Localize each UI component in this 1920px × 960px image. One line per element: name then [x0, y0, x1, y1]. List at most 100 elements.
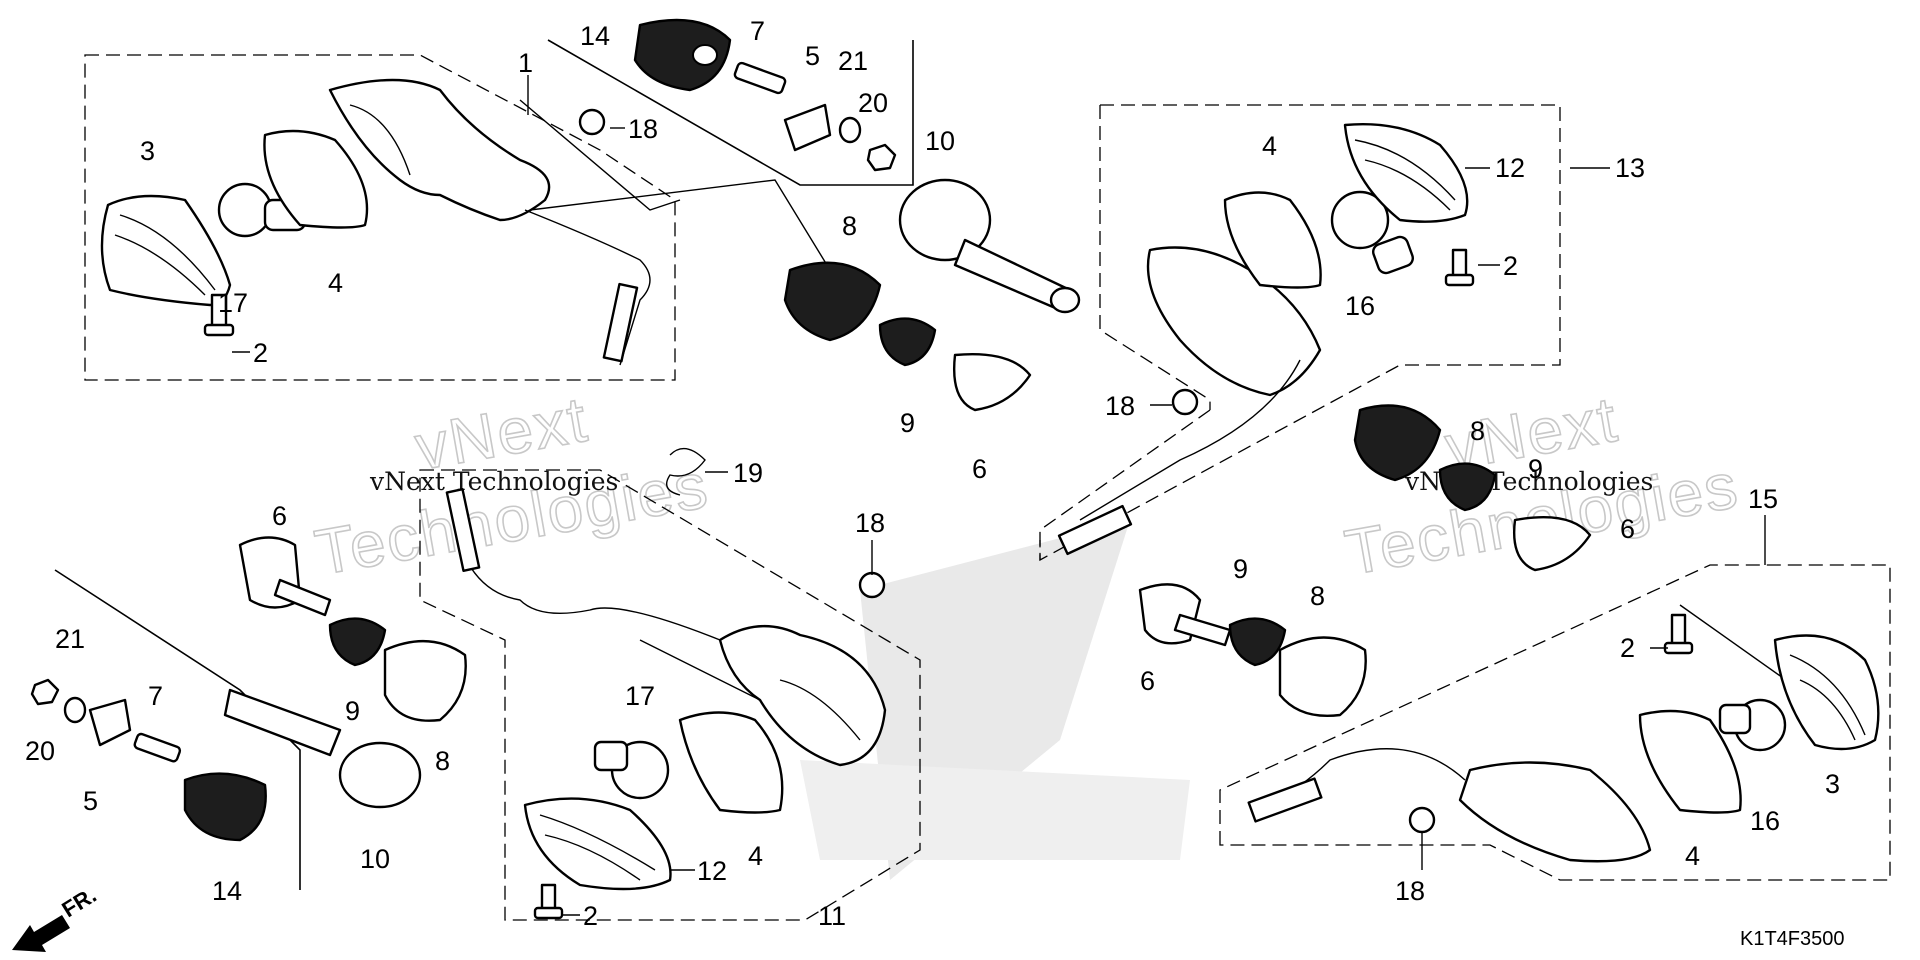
screw-13-head — [1444, 273, 1475, 287]
callout-13: 13 — [1615, 153, 1645, 183]
callout-4b: 4 — [1262, 131, 1277, 161]
bulb-part — [217, 182, 273, 238]
group-box-15 — [1219, 564, 1891, 881]
callout-19: 19 — [733, 458, 763, 488]
callout-17a: 17 — [218, 288, 248, 318]
screw-11-part — [540, 883, 557, 912]
nut-20b-part — [30, 678, 60, 706]
collar-6-part — [953, 353, 1032, 412]
lens-13-ribs — [1354, 139, 1456, 211]
callout-4d: 4 — [748, 841, 763, 871]
stay-10b-shaft — [223, 688, 342, 757]
screw-head-part — [203, 323, 235, 337]
callout-9d: 9 — [345, 696, 360, 726]
callout-7b: 7 — [148, 681, 163, 711]
callout-16a: 16 — [1345, 291, 1375, 321]
callout-9c: 9 — [1233, 554, 1248, 584]
gasket-part — [263, 129, 369, 229]
connector-13-part — [1057, 504, 1133, 556]
callout-20a: 20 — [858, 88, 888, 118]
callout-6c: 6 — [1140, 666, 1155, 696]
bolt-7b-part — [133, 732, 182, 763]
group-box-13-tail — [1039, 409, 1211, 560]
callout-18b: 18 — [1105, 391, 1135, 421]
callout-2b: 2 — [1503, 251, 1518, 281]
lens-part — [100, 194, 232, 307]
callout-18d: 18 — [855, 508, 885, 538]
screw-18b-part — [1171, 388, 1199, 416]
collar-6c-stem — [1173, 613, 1232, 647]
callout-9a: 9 — [900, 408, 915, 438]
screw-18d-part — [858, 571, 886, 599]
group-box-13-left — [1099, 105, 1211, 410]
grommet-14b-part — [183, 772, 267, 842]
callout-8a: 8 — [842, 211, 857, 241]
callout-21a: 21 — [838, 46, 868, 76]
grommet-8c-part — [1278, 636, 1367, 717]
collar-6d-stem — [273, 578, 332, 617]
plate-5b-part — [88, 698, 132, 747]
callout-4c: 4 — [1685, 841, 1700, 871]
watermark-overlay-left: vNext Technologies — [369, 467, 618, 496]
callout-17b: 17 — [625, 681, 655, 711]
callout-6d: 6 — [1620, 514, 1635, 544]
callout-12a: 12 — [1495, 153, 1525, 183]
callout-11: 11 — [818, 901, 846, 931]
connector-11-part — [445, 488, 481, 572]
housing-11-part — [718, 625, 887, 767]
bulb-13-base-part — [1372, 235, 1414, 275]
collar-6b-part — [1513, 515, 1592, 572]
grommet-8b-part — [1353, 404, 1442, 482]
wire-13-part — [1079, 359, 1301, 521]
plate-part — [783, 103, 832, 152]
nut-part — [866, 143, 897, 172]
grommet-8-part — [783, 261, 882, 342]
screw-15-part — [1670, 613, 1687, 647]
stay-10b-cap — [338, 741, 422, 809]
group-box-11 — [419, 469, 921, 921]
ring-9d-part — [328, 617, 387, 667]
wire-part — [524, 209, 651, 366]
housing-11-reflector — [779, 679, 861, 741]
group-boundaries — [54, 39, 1891, 921]
housing-reflector — [349, 104, 411, 176]
ring-9c-part — [1228, 617, 1287, 667]
grommet-part — [633, 18, 732, 92]
housing-15-part — [1458, 761, 1652, 863]
callout-14a: 14 — [580, 21, 610, 51]
screw-11-head — [533, 906, 564, 920]
stay-end-part — [1049, 286, 1081, 314]
leader-top-right — [529, 179, 831, 271]
screw-15-head — [1663, 641, 1694, 655]
callout-2c: 2 — [1620, 633, 1635, 663]
callout-3a: 3 — [140, 136, 155, 166]
callout-15: 15 — [1748, 484, 1778, 514]
callout-14b: 14 — [212, 876, 242, 906]
callout-18a: 18 — [628, 114, 658, 144]
grommet-8d-part — [383, 640, 467, 722]
lens-15-ribs — [1789, 654, 1866, 741]
ring-9b-part — [1438, 462, 1497, 512]
bolt-part — [733, 61, 787, 95]
callout-10a: 10 — [925, 126, 955, 156]
gasket-15-part — [1638, 709, 1742, 814]
callout-2d: 2 — [583, 901, 598, 931]
callout-7a: 7 — [750, 16, 765, 46]
callout-3b: 3 — [1825, 769, 1840, 799]
screw-18c-part — [1408, 806, 1436, 834]
callout-1: 1 — [518, 48, 533, 78]
housing-part — [328, 78, 551, 222]
callout-12b: 12 — [697, 856, 727, 886]
callout-10b: 10 — [360, 844, 390, 874]
parts — [30, 18, 1880, 920]
clip-19-part — [666, 447, 706, 496]
callout-8d: 8 — [435, 746, 450, 776]
diagram-code: K1T4F3500 — [1740, 928, 1845, 950]
connector-15-part — [1247, 777, 1323, 823]
leader-mid — [639, 639, 761, 701]
callout-2a: 2 — [253, 338, 268, 368]
gasket-11-part — [678, 711, 784, 814]
lens-11-ribs — [539, 814, 656, 881]
callout-leaders — [232, 75, 1766, 916]
